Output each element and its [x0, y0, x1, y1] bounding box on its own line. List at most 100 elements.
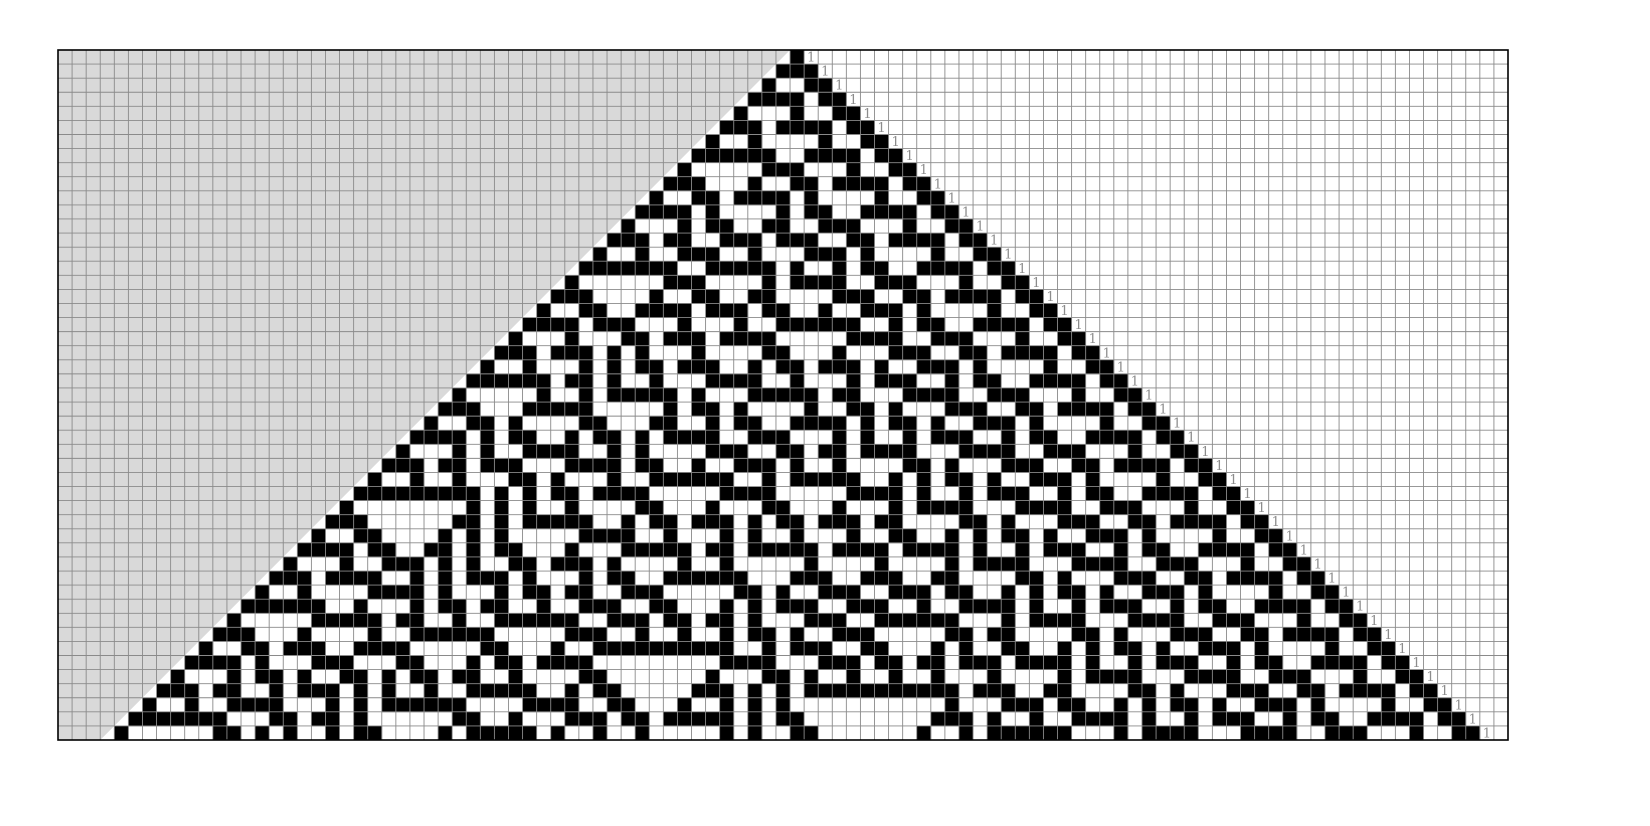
- black-cell: [395, 585, 411, 600]
- black-cell: [564, 331, 580, 347]
- black-cell: [325, 655, 340, 670]
- black-cell: [888, 585, 903, 600]
- black-cell: [1085, 669, 1101, 684]
- black-cell: [761, 387, 777, 403]
- black-cell: [790, 176, 805, 192]
- black-cell: [775, 387, 791, 403]
- black-cell: [987, 317, 1002, 332]
- black-cell: [1113, 669, 1129, 684]
- black-cell: [1170, 585, 1185, 600]
- black-cell: [466, 655, 481, 670]
- black-cell: [578, 655, 594, 670]
- black-cell: [930, 613, 946, 628]
- black-cell: [733, 331, 749, 347]
- black-cell: [973, 599, 988, 614]
- black-cell: [381, 641, 397, 656]
- black-cell: [480, 641, 495, 656]
- black-cell: [536, 514, 552, 530]
- black-cell: [1057, 669, 1072, 684]
- black-cell: [1071, 585, 1086, 600]
- black-cell: [508, 345, 523, 361]
- black-cell: [1001, 697, 1016, 713]
- black-cell: [621, 218, 636, 234]
- black-cell: [564, 289, 580, 304]
- black-cell: [930, 317, 946, 332]
- black-cell: [452, 669, 467, 684]
- black-cell: [1226, 500, 1241, 515]
- black-cell: [635, 613, 650, 628]
- black-cell: [325, 514, 340, 530]
- black-cell: [508, 711, 523, 727]
- black-cell: [438, 486, 453, 501]
- black-cell: [958, 345, 974, 361]
- black-cell: [466, 416, 481, 431]
- black-cell: [888, 669, 903, 684]
- black-cell: [635, 233, 650, 248]
- black-cell: [1141, 697, 1157, 713]
- black-cell: [888, 275, 903, 290]
- black-cell: [761, 641, 777, 656]
- black-cell: [775, 218, 791, 234]
- black-cell: [536, 655, 552, 670]
- black-cell: [1226, 571, 1241, 586]
- black-cell: [1057, 683, 1072, 699]
- black-cell: [1437, 697, 1452, 713]
- black-cell: [1001, 725, 1016, 741]
- black-cell: [775, 669, 791, 684]
- black-cell: [367, 627, 383, 642]
- diagonal-digit: 1: [1004, 248, 1012, 263]
- black-cell: [564, 514, 580, 530]
- black-cell: [987, 683, 1002, 699]
- black-cell: [1409, 725, 1424, 741]
- black-cell: [902, 345, 918, 361]
- black-cell: [466, 627, 481, 642]
- black-cell: [635, 345, 650, 361]
- black-cell: [466, 528, 481, 544]
- black-cell: [1451, 725, 1467, 741]
- black-cell: [1127, 599, 1143, 614]
- black-cell: [1170, 697, 1185, 713]
- black-cell: [663, 613, 678, 628]
- black-cell: [1015, 571, 1030, 586]
- black-cell: [621, 641, 636, 656]
- black-cell: [902, 430, 918, 445]
- black-cell: [353, 528, 369, 544]
- black-cell: [1184, 697, 1199, 713]
- black-cell: [592, 683, 608, 699]
- black-cell: [1170, 444, 1185, 459]
- black-cell: [747, 176, 763, 192]
- black-cell: [987, 444, 1002, 459]
- black-cell: [1043, 542, 1058, 558]
- black-cell: [424, 683, 439, 699]
- diagonal-digit: 1: [1046, 290, 1054, 305]
- black-cell: [846, 472, 861, 487]
- black-cell: [592, 528, 608, 544]
- black-cell: [607, 528, 622, 544]
- black-cell: [705, 303, 720, 318]
- black-cell: [944, 585, 960, 600]
- black-cell: [1324, 641, 1340, 656]
- black-cell: [691, 458, 706, 473]
- black-cell: [1001, 641, 1016, 656]
- black-cell: [1339, 613, 1354, 628]
- black-cell: [1029, 725, 1044, 741]
- black-cell: [719, 528, 735, 544]
- black-cell: [255, 697, 270, 713]
- black-cell: [311, 641, 326, 656]
- black-cell: [705, 613, 720, 628]
- black-cell: [241, 641, 256, 656]
- black-cell: [1198, 641, 1213, 656]
- black-cell: [1198, 472, 1213, 487]
- black-cell: [607, 233, 622, 248]
- black-cell: [466, 669, 481, 684]
- diagonal-digit: 1: [976, 220, 984, 235]
- black-cell: [677, 359, 692, 375]
- black-cell: [987, 725, 1002, 741]
- black-cell: [1268, 571, 1284, 586]
- black-cell: [255, 725, 270, 741]
- black-cell: [818, 218, 833, 234]
- black-cell: [944, 697, 960, 713]
- black-cell: [987, 655, 1002, 670]
- black-cell: [747, 697, 763, 713]
- black-cell: [198, 641, 214, 656]
